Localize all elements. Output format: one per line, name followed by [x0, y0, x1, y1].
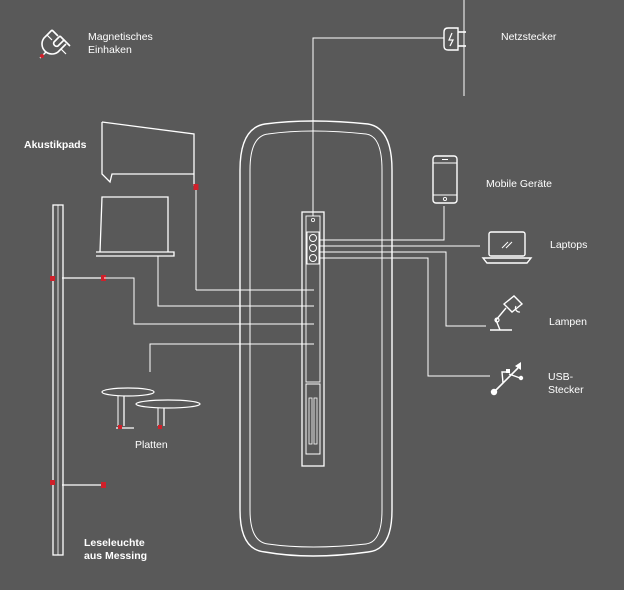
plates-illustration [101, 387, 201, 429]
laptop-icon [481, 231, 533, 264]
label-acoustic-pads: Akustikpads [24, 139, 87, 151]
power-plug-icon [443, 0, 466, 96]
label-power-plug: Netzstecker [501, 31, 557, 43]
label-usb-line1: USB- [548, 371, 574, 383]
label-reading-lamp-line1: Leseleuchte [84, 537, 145, 549]
acoustic-pad-lower [96, 196, 175, 257]
label-reading-lamp-line2: aus Messing [84, 550, 147, 562]
label-plates: Platten [135, 439, 168, 451]
magnet-icon [39, 29, 71, 59]
label-laptops: Laptops [550, 239, 587, 251]
label-lamps: Lampen [549, 316, 587, 328]
usb-icon [490, 362, 524, 396]
label-magnetic-line2: Einhaken [88, 44, 132, 56]
smartphone-icon [432, 155, 458, 204]
label-mobile-devices: Mobile Geräte [486, 178, 552, 190]
power-strip [301, 211, 325, 467]
connection-lines-left [104, 256, 314, 372]
acoustic-pad-upper [101, 121, 199, 290]
furniture-body [239, 120, 393, 557]
connection-lines-right [312, 37, 490, 377]
reading-lamp [50, 204, 106, 556]
label-usb-line2: Stecker [548, 384, 584, 396]
desk-lamp-icon [490, 295, 524, 331]
label-magnetic-line1: Magnetisches [88, 31, 153, 43]
